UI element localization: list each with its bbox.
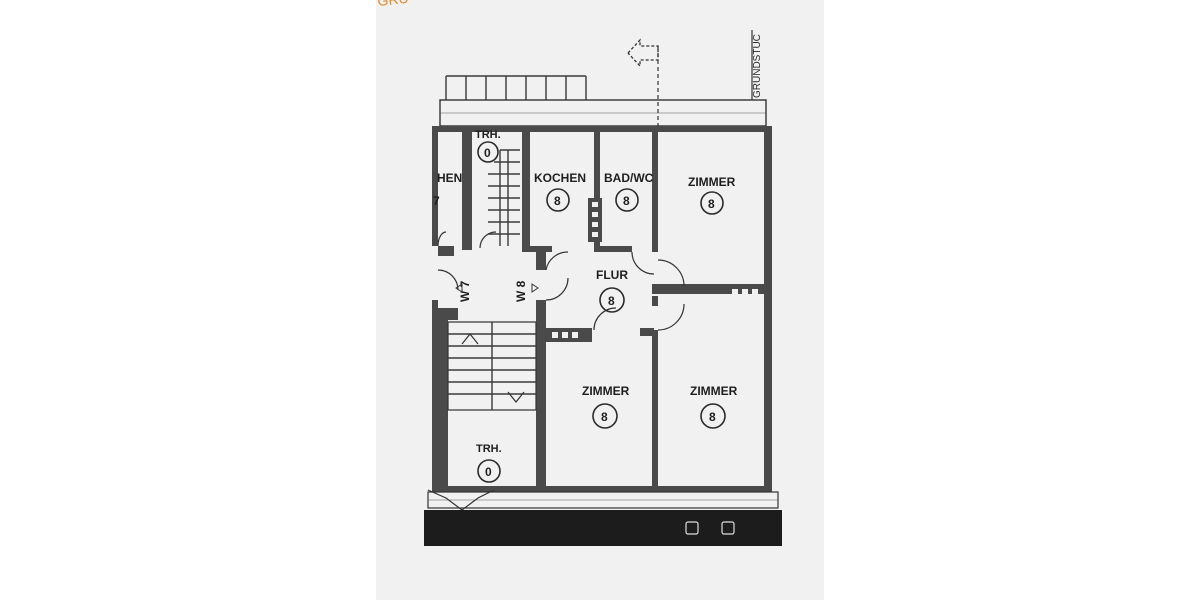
svg-text:ZIMMER: ZIMMER [690,384,738,398]
staircase-top [488,149,520,246]
svg-text:8: 8 [709,410,716,424]
room-flur: FLUR 8 [596,268,628,313]
svg-text:7: 7 [433,194,440,208]
svg-text:8: 8 [554,194,561,208]
room-zimmer-mid: ZIMMER 8 [582,384,630,429]
door-w8: W 8 [514,280,539,302]
svg-text:W 8: W 8 [514,280,528,302]
expand-icon-2 [721,521,735,535]
svg-text:8: 8 [623,194,630,208]
svg-text:TRH.: TRH. [475,129,501,141]
svg-text:TRH.: TRH. [476,443,502,455]
expand-icon [685,521,699,535]
svg-text:0: 0 [485,465,492,479]
room-zimmer-top: ZIMMER 8 [688,175,736,215]
svg-text:HEN: HEN [437,171,462,185]
property-line-label: GRUNDSTÜC [751,34,763,98]
staircase-bottom [447,321,537,411]
interior-walls [438,126,772,486]
expand-icons [685,521,735,535]
room-stair-bottom: TRH. 0 [476,443,502,483]
svg-text:ZIMMER: ZIMMER [688,175,736,189]
bottom-bar [424,510,782,546]
room-zimmer-right: ZIMMER 8 [690,384,738,429]
svg-text:8: 8 [708,197,715,211]
svg-text:BAD/WC: BAD/WC [604,171,654,185]
window-marks [552,202,758,338]
arrow-symbol [627,38,659,130]
svg-text:KOCHEN: KOCHEN [534,171,586,185]
svg-text:ZIMMER: ZIMMER [582,384,630,398]
room-kochen: KOCHEN 8 [534,171,586,212]
header-fragment: GRU [377,0,410,9]
exterior-walls [432,126,772,492]
door-w7: W 7 [455,280,472,302]
room-bad-wc: BAD/WC 8 [604,171,654,212]
room-stair-top: TRH. 0 [475,129,501,163]
svg-text:8: 8 [608,294,615,308]
svg-text:8: 8 [601,410,608,424]
balcony-rail [445,75,587,100]
svg-text:0: 0 [484,146,491,160]
room-kitchen-left: HEN 7 [433,171,462,208]
svg-text:FLUR: FLUR [596,268,628,282]
